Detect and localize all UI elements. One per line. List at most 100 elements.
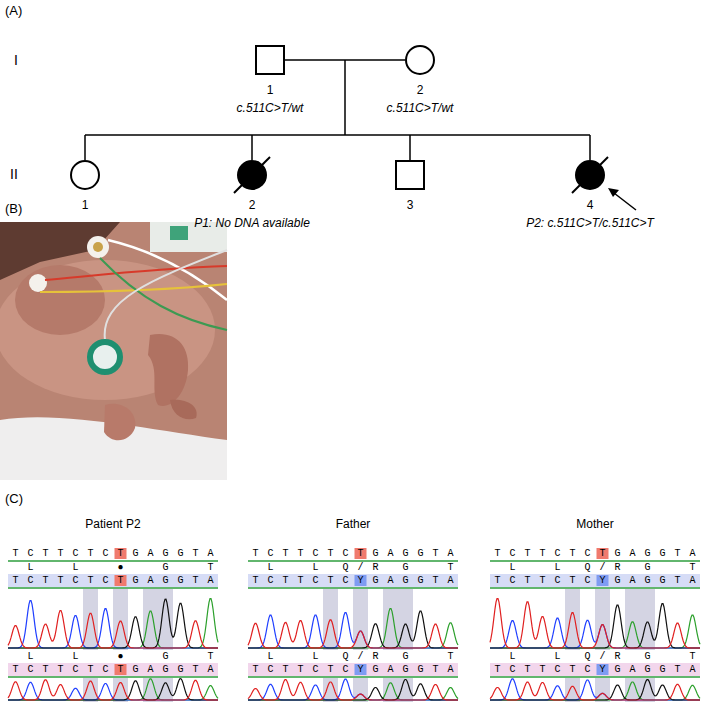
label-wrap: TCTTCTCYGAGGTA: [253, 664, 463, 676]
amino-acid-row: L L Q/R G T: [268, 562, 463, 574]
trace-peak: [8, 679, 218, 700]
trace-peak: [8, 611, 218, 649]
electrode-pad: [87, 236, 109, 258]
read-bar-line: [490, 676, 700, 678]
monitor-wire: [45, 266, 227, 280]
pedigree-individual: 4P2: c.511C>T/c.511C>T: [480, 160, 700, 231]
highlight-band: [565, 589, 580, 650]
individual-shape: [575, 160, 605, 190]
highlight-band: [565, 678, 580, 702]
base-sequence: TCTTCTCTGAGGTA: [13, 575, 223, 587]
label-wrap: L L Q/R G T: [268, 562, 463, 574]
amino-acid-row: L L Q/R G T: [510, 562, 705, 574]
panel-title: Patient P2: [85, 518, 140, 532]
label-wrap: Patient P2: [85, 518, 140, 532]
trace-peak: [8, 680, 218, 700]
pedigree-individual: 1: [0, 160, 195, 213]
label-wrap: L L Q/R G T: [268, 651, 463, 663]
amino-acid-row: L L Q/R G T: [510, 651, 705, 663]
individual-number: 1: [267, 84, 274, 98]
pedigree-individual: 2P1: No DNA available: [142, 160, 362, 231]
base-sequence: TCTTCTCYGAGGTA: [495, 575, 705, 587]
deceased-slash: [572, 157, 608, 193]
read-bar-line: [248, 587, 458, 589]
male-symbol: [395, 160, 425, 190]
genotype-note: P2: c.511C>T/c.511C>T: [526, 217, 654, 231]
individual-number: 2: [249, 199, 256, 213]
generation-numeral: I: [14, 52, 18, 68]
electrode-center: [93, 242, 103, 252]
read-bar-line: [248, 676, 458, 678]
label-wrap: TCTTCTCYGAGGTA: [253, 575, 463, 587]
label-wrap: Mother: [576, 518, 613, 532]
label-wrap: I: [14, 52, 18, 68]
pulse-oximeter: [90, 342, 120, 372]
trace-peak: [490, 682, 700, 700]
circle-outline: [406, 46, 434, 74]
child-line: [589, 135, 591, 160]
individual-number: 4: [587, 199, 594, 213]
descent-line: [344, 60, 346, 135]
label-wrap: L L Q/R G T: [510, 651, 705, 663]
label-wrap: L L ● G T: [28, 562, 223, 574]
amino-acid-row: L L ● G T: [28, 562, 223, 574]
proband-arrow: [614, 193, 636, 210]
individual-shape: [70, 160, 100, 190]
generation-numeral: II: [10, 166, 18, 182]
mating-line: [285, 59, 405, 61]
monitor-wire: [105, 250, 227, 340]
base-sequence: TCTTCTCYGAGGTA: [253, 575, 463, 587]
label-wrap: TCTTCTCTGAGGTA: [13, 664, 223, 676]
trace-peak: [248, 620, 458, 648]
child-line: [84, 135, 86, 160]
label-wrap: (B): [5, 202, 22, 217]
label-wrap: TCTTCTCTGAGGTA: [495, 548, 705, 560]
highlight-band: [625, 589, 655, 650]
pedigree-individual: 3: [300, 160, 520, 213]
pedigree-individual: 2c.511C>T/wt: [310, 45, 530, 116]
trace-peak: [490, 604, 700, 648]
base-sequence: TCTTCTCYGAGGTA: [253, 664, 463, 676]
female-symbol: [405, 45, 435, 75]
incubator-clip: [170, 226, 188, 240]
panel-title: Mother: [576, 518, 613, 532]
genotype-note: P1: No DNA available: [194, 217, 310, 231]
child-line: [409, 135, 411, 160]
label-wrap: TCTTCTCYGAGGTA: [495, 664, 705, 676]
monitor-wire: [100, 258, 227, 330]
trace-peak: [248, 613, 458, 648]
square-outline: [396, 161, 424, 189]
individual-shape: [237, 160, 267, 190]
trace-peak: [8, 601, 218, 648]
reference-bar: [8, 560, 218, 562]
read-bar-line: [490, 587, 700, 589]
amino-acid-row: L L ● G T: [28, 651, 223, 663]
individual-shape: [395, 160, 425, 190]
infant-foot: [170, 400, 197, 420]
label-wrap: TCTTCTCYGAGGTA: [495, 575, 705, 587]
read-bar-line: [8, 676, 218, 678]
square-outline: [256, 46, 284, 74]
patient-photo: [0, 222, 227, 480]
female-symbol: [237, 160, 267, 190]
individual-number: 3: [407, 199, 414, 213]
individual-number: 1: [82, 199, 89, 213]
trace-peak: [490, 599, 700, 648]
electrode-pad: [29, 274, 47, 292]
trace-peak: [8, 679, 218, 700]
trace-peak: [248, 680, 458, 701]
reference-bar: [248, 560, 458, 562]
proband-arrowhead: [608, 188, 619, 197]
genotype-note: c.511C>T/wt: [237, 102, 304, 116]
label-wrap: TCTTCTCTGAGGTA: [253, 548, 463, 560]
individual-shape: [255, 45, 285, 75]
base-sequence: TCTTCTCTGAGGTA: [13, 548, 223, 560]
trace-peak: [490, 615, 700, 648]
trace-peak: [490, 680, 700, 700]
amino-acid-row: L L Q/R G T: [268, 651, 463, 663]
trace-peak: [248, 611, 458, 648]
base-sequence: TCTTCTCTGAGGTA: [495, 548, 705, 560]
highlight-band: [113, 678, 128, 702]
female-symbol: [575, 160, 605, 190]
highlight-band: [83, 589, 98, 650]
